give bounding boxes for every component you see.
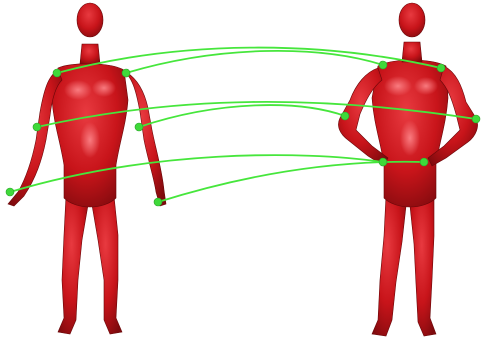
keypoint	[33, 123, 41, 131]
keypoint	[379, 61, 387, 69]
keypoint	[379, 158, 387, 166]
keypoint	[437, 64, 445, 72]
keypoint	[154, 198, 162, 206]
keypoint	[472, 115, 480, 123]
keypoint	[135, 123, 143, 131]
keypoint	[122, 69, 130, 77]
keypoint	[420, 158, 428, 166]
correspondence-line	[126, 51, 383, 73]
keypoint	[53, 69, 61, 77]
keypoint	[341, 112, 349, 120]
keypoint	[6, 188, 14, 196]
correspondence-line	[139, 105, 345, 127]
figure-left	[8, 3, 166, 334]
